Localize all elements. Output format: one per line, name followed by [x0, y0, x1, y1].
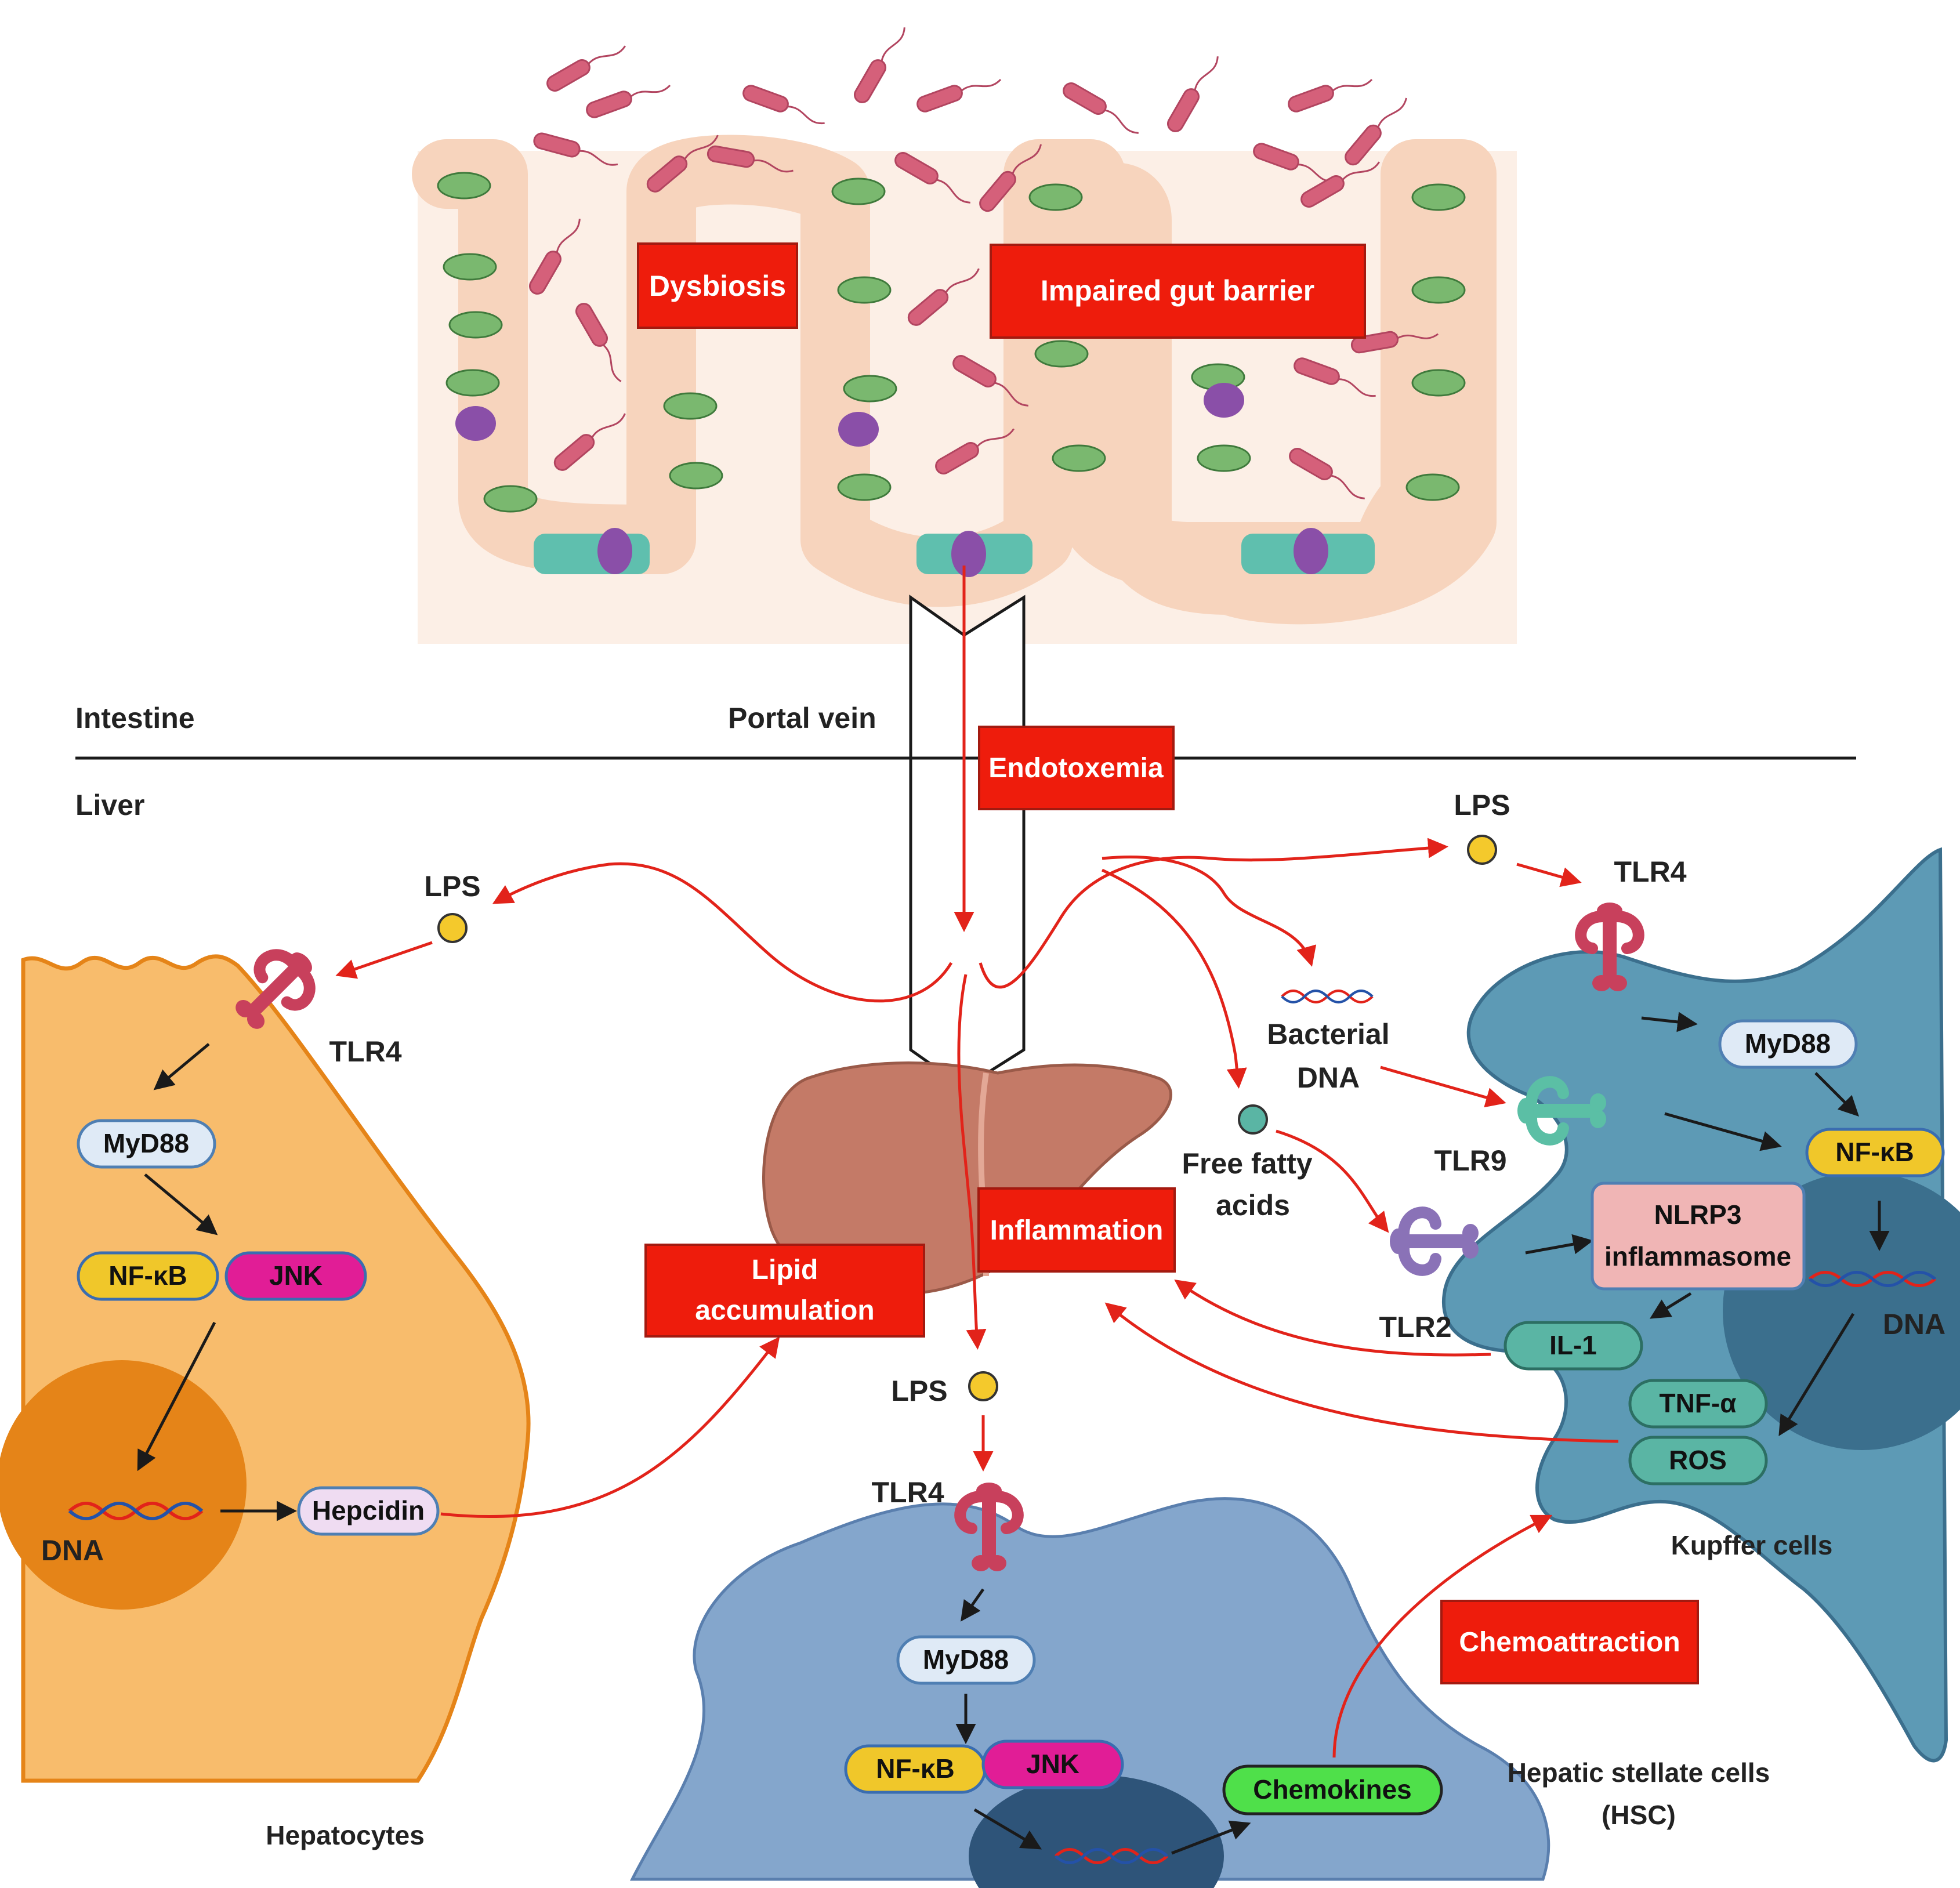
- arrow-to-hsc-lps: [957, 974, 987, 1350]
- tlr2-label: TLR2: [1379, 1311, 1452, 1343]
- nlrp3-label-2: inflammasome: [1604, 1241, 1791, 1271]
- chemoattraction-box: Chemoattraction: [1440, 1600, 1699, 1684]
- chemokines-text: Chemokines: [1253, 1774, 1412, 1804]
- hsc-jnk-text: JNK: [1026, 1749, 1079, 1779]
- svg-text:Chemoattraction: Chemoattraction: [1459, 1627, 1680, 1658]
- hsc-tlr4-label: TLR4: [872, 1476, 944, 1509]
- hepatocyte-myd88-pill: [77, 1119, 216, 1169]
- arrow-lps-to-tlr4-hepatocyte: [335, 941, 433, 979]
- bacterial-dna-label-1: Bacterial: [1267, 1018, 1389, 1050]
- hepatocytes-label: Hepatocytes: [266, 1820, 425, 1850]
- il1-pill: [1503, 1321, 1643, 1371]
- free-fatty-acids-label-2: acids: [1216, 1189, 1290, 1222]
- arrow-bacterial-dna-to-tlr9: [1380, 1066, 1506, 1108]
- arrow-hepcidin-to-lipid: [440, 1336, 780, 1519]
- kupffer-lps-dot: [1467, 835, 1497, 865]
- hsc-jnk-pill: [981, 1740, 1124, 1789]
- ros-pill: [1628, 1436, 1768, 1485]
- hepatocyte-lps-dot: [437, 913, 468, 943]
- hepatocyte-hepcidin-pill: [297, 1486, 440, 1536]
- hsc-label-2: (HSC): [1602, 1800, 1676, 1830]
- hsc-myd88-pill: [896, 1635, 1036, 1685]
- intestine-panel: [412, 21, 1517, 644]
- nlrp3-inflammasome-box: [1591, 1182, 1806, 1291]
- hsc-lps-label: LPS: [891, 1375, 947, 1407]
- hsc-label-1: Hepatic stellate cells: [1508, 1757, 1770, 1788]
- free-fatty-acids-label-1: Free fatty: [1182, 1147, 1312, 1180]
- tnfa-text: TNF-α: [1659, 1388, 1736, 1418]
- inflammation-box: Inflammation: [977, 1187, 1176, 1273]
- hepatocyte-hepcidin-text: Hepcidin: [312, 1495, 425, 1525]
- arrow-tnf-ros-to-inflammation: [1104, 1302, 1619, 1443]
- kupffer-nfkb-pill: [1805, 1128, 1945, 1177]
- hsc-myd88-text: MyD88: [923, 1644, 1009, 1675]
- kupffer-tlr4-label: TLR4: [1614, 856, 1687, 888]
- hepatocyte-nfkb-text: NF-κB: [108, 1260, 187, 1291]
- black-arrows: [137, 1012, 1890, 1855]
- chemokines-pill: [1222, 1764, 1443, 1815]
- intestine-label: Intestine: [75, 702, 195, 734]
- il1-text: IL-1: [1549, 1330, 1597, 1360]
- arrow-to-bacterial-dna: [1102, 856, 1317, 967]
- hsc-cell: [629, 1497, 1550, 1888]
- bacterial-dna-label-2: DNA: [1297, 1061, 1360, 1094]
- svg-text:accumulation: accumulation: [695, 1295, 874, 1326]
- portal-vein-label: Portal vein: [728, 702, 876, 734]
- liver-label: Liver: [75, 789, 145, 821]
- hepatocyte-nucleus: [0, 1360, 247, 1610]
- arrow-to-hepatocyte-lps: [492, 862, 953, 1003]
- kupffer-myd88-pill: [1718, 1019, 1858, 1069]
- hepatocyte-nfkb-pill: [77, 1251, 219, 1301]
- endotoxemia-box: Endotoxemia: [978, 726, 1175, 810]
- arrow-chemokines-to-kupffer: [1332, 1514, 1553, 1758]
- free-fatty-acid-dot: [1238, 1104, 1268, 1135]
- hepatocyte-myd88-text: MyD88: [103, 1128, 189, 1158]
- svg-text:Lipid: Lipid: [752, 1255, 818, 1285]
- hepatocyte-tlr4-label: TLR4: [329, 1035, 402, 1068]
- nlrp3-label-1: NLRP3: [1654, 1200, 1742, 1230]
- crypt-cells: [455, 383, 1375, 577]
- tlr9-label: TLR9: [1434, 1144, 1507, 1177]
- kupffer-dna-label: DNA: [1883, 1308, 1945, 1340]
- impaired-gut-barrier-box: Impaired gut barrier: [990, 244, 1366, 339]
- kupffer-myd88-text: MyD88: [1745, 1028, 1831, 1059]
- portal-vein: [909, 595, 1026, 1090]
- arrow-ffa-to-tlr2: [1276, 1129, 1389, 1233]
- hsc-lps-dot: [968, 1371, 998, 1401]
- arrow-il1-to-inflammation: [1174, 1279, 1491, 1357]
- svg-text:Endotoxemia: Endotoxemia: [988, 753, 1164, 784]
- kupffer-lps-label: LPS: [1454, 789, 1510, 821]
- arrow-lps-to-tlr4-kupffer: [1516, 863, 1582, 887]
- kupffer-nfkb-text: NF-κB: [1835, 1137, 1914, 1167]
- svg-text:Impaired gut barrier: Impaired gut barrier: [1041, 274, 1314, 307]
- hepatocyte-jnk-text: JNK: [269, 1260, 323, 1291]
- ros-text: ROS: [1669, 1445, 1727, 1475]
- svg-text:Dysbiosis: Dysbiosis: [649, 270, 786, 302]
- bacterial-dna-helix: [1282, 991, 1372, 1002]
- hepatocyte-dna-label: DNA: [41, 1534, 104, 1567]
- hepatocyte-jnk-pill: [224, 1251, 367, 1301]
- tnfa-pill: [1628, 1379, 1768, 1429]
- hepatocyte-lps-label: LPS: [424, 870, 480, 903]
- hsc-nfkb-text: NF-κB: [876, 1753, 955, 1784]
- hepatocyte-cell: [0, 954, 531, 1783]
- arrow-to-free-fatty-acids: [1101, 868, 1247, 1089]
- dysbiosis-box: Dysbiosis: [637, 242, 798, 329]
- arrow-to-kupffer-lps: [979, 838, 1448, 989]
- kupffer-cells-label: Kupffer cells: [1671, 1530, 1833, 1560]
- lipid-accumulation-box: Lipid accumulation: [644, 1244, 925, 1338]
- red-arrows: [335, 566, 1619, 1758]
- svg-text:Inflammation: Inflammation: [990, 1215, 1164, 1246]
- goblet-cells: [437, 172, 1466, 513]
